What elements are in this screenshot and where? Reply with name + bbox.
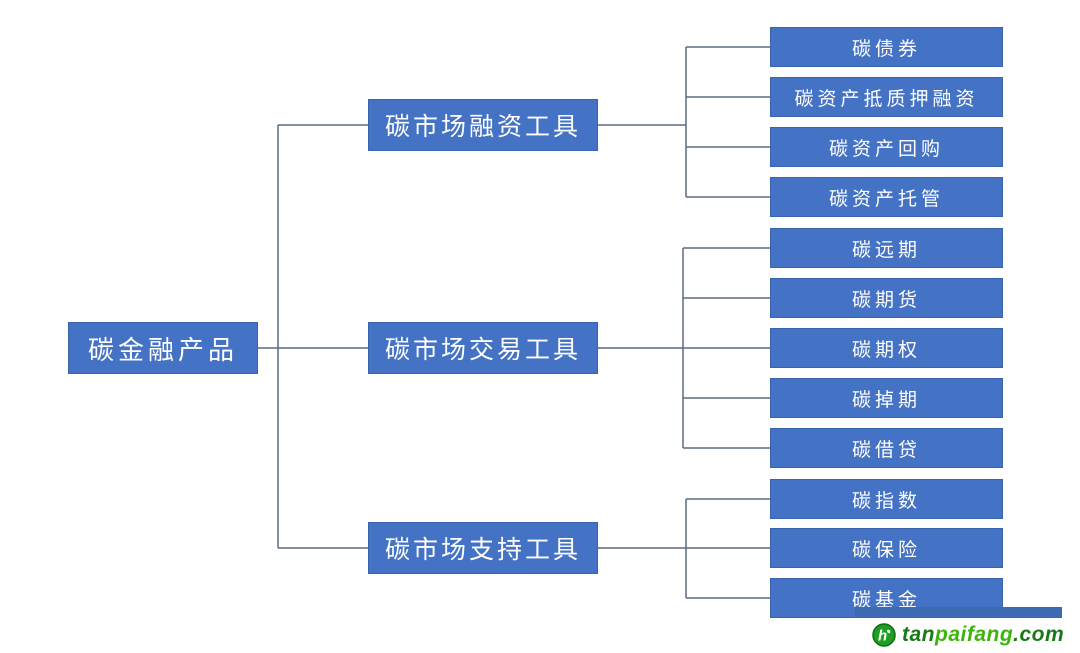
node-leaf-carbon-swap: 碳掉期 <box>770 378 1003 418</box>
watermark-text: tanpaifang.com <box>902 623 1064 647</box>
watermark-text-tan: tan <box>902 623 935 646</box>
node-branch-trading-tools: 碳市场交易工具 <box>368 322 598 374</box>
node-branch-financing-tools: 碳市场融资工具 <box>368 99 598 151</box>
node-leaf-carbon-asset-repurchase: 碳资产回购 <box>770 127 1003 167</box>
node-leaf-carbon-asset-pledge-financing: 碳资产抵质押融资 <box>770 77 1003 117</box>
watermark: h tanpaifang.com <box>872 620 1072 650</box>
node-leaf-carbon-lending: 碳借贷 <box>770 428 1003 468</box>
watermark-text-paifang: paifang <box>935 623 1014 646</box>
node-leaf-carbon-futures: 碳期货 <box>770 278 1003 318</box>
tanpaifang-logo-icon: h <box>872 623 896 647</box>
node-leaf-carbon-index: 碳指数 <box>770 479 1003 519</box>
node-leaf-carbon-options: 碳期权 <box>770 328 1003 368</box>
svg-text:h: h <box>878 628 887 645</box>
watermark-bar <box>855 607 1062 618</box>
node-branch-support-tools: 碳市场支持工具 <box>368 522 598 574</box>
watermark-text-com: .com <box>1013 623 1065 646</box>
node-leaf-carbon-asset-custody: 碳资产托管 <box>770 177 1003 217</box>
node-root: 碳金融产品 <box>68 322 258 374</box>
node-leaf-carbon-bond: 碳债券 <box>770 27 1003 67</box>
node-leaf-carbon-insurance: 碳保险 <box>770 528 1003 568</box>
node-leaf-carbon-forward: 碳远期 <box>770 228 1003 268</box>
